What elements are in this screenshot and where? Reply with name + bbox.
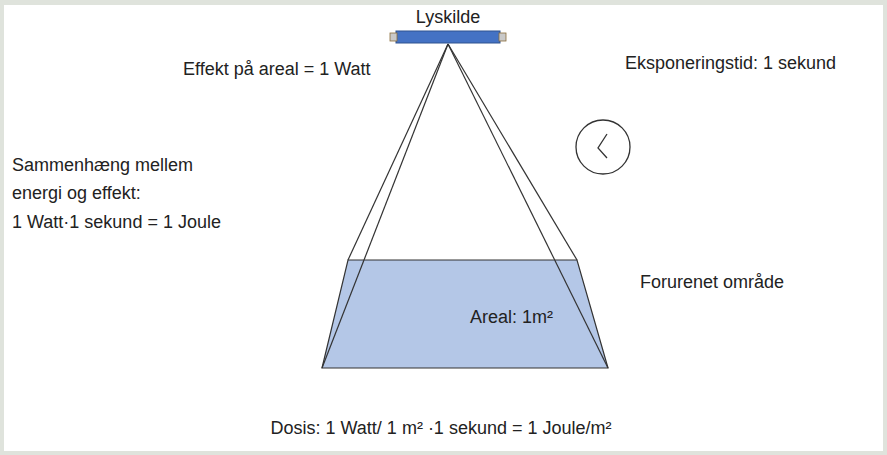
exposure-note: Eksponeringstid: 1 sekund (625, 49, 836, 77)
clock-face (576, 120, 630, 174)
tube-cap (390, 33, 397, 41)
light-ray (364, 44, 448, 260)
light-ray (448, 44, 577, 260)
contaminated-area: Areal: 1m² (322, 260, 608, 368)
area-name: Forurenet område (640, 268, 784, 296)
clock-hands (598, 134, 607, 158)
tube-body (396, 31, 500, 43)
area-label: Areal: 1m² (470, 306, 553, 328)
white-panel (4, 5, 883, 451)
dose-formula: Dosis: 1 Watt/ 1 m² ·1 sekund = 1 Joule/… (271, 414, 612, 442)
tube-cap (499, 33, 506, 41)
light-rays (348, 44, 577, 260)
trapezoid-outline (322, 260, 608, 368)
relation-formula: 1 Watt·1 sekund = 1 Joule (12, 208, 221, 236)
source-label: Lyskilde (384, 6, 512, 28)
light-ray (322, 260, 364, 368)
power-note: Effekt på areal = 1 Watt (183, 55, 371, 83)
light-source: Lyskilde (384, 6, 512, 46)
relation-note: Sammenhæng mellem energi og effekt: (12, 151, 212, 207)
trapezoid-shape (322, 260, 608, 368)
clock-symbol (576, 120, 630, 174)
light-ray (448, 44, 555, 260)
light-ray (555, 260, 608, 368)
